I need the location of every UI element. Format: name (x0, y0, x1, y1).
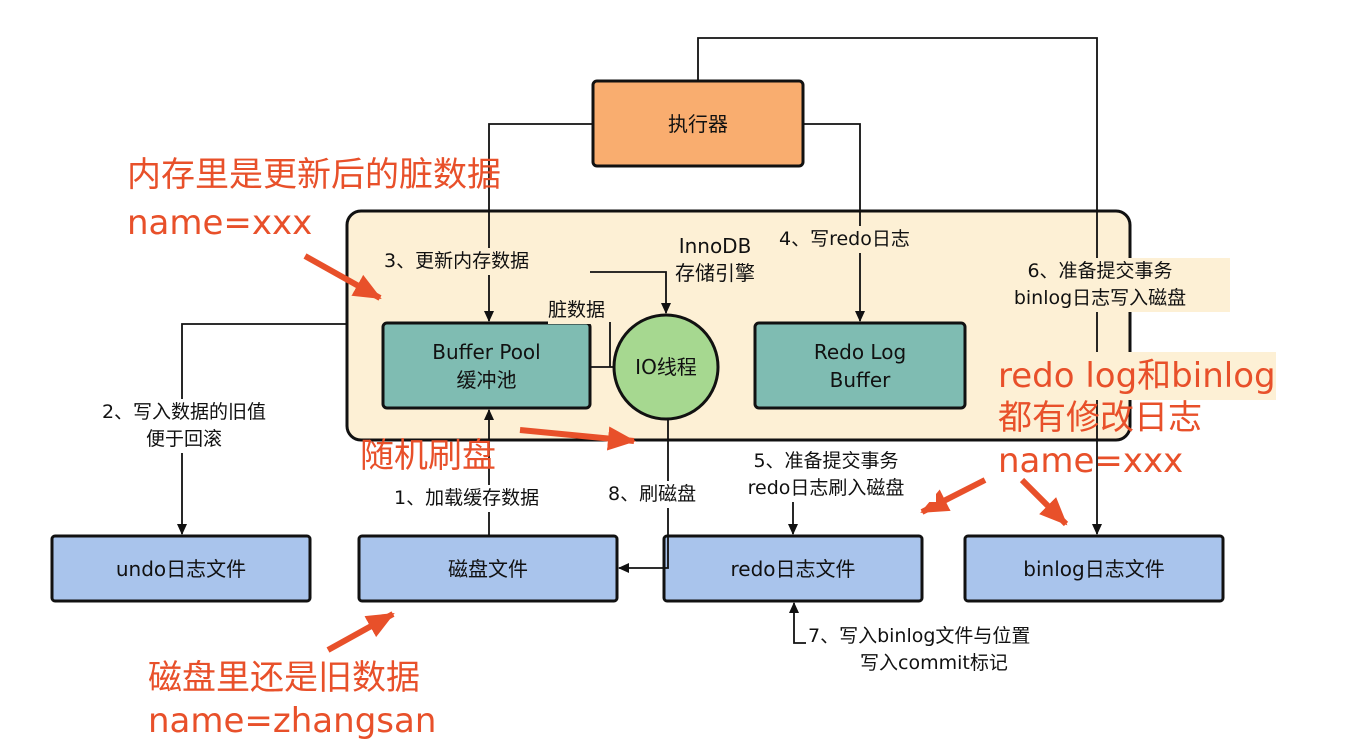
executor-label: 执行器 (668, 111, 728, 136)
buffer-pool-label-line1: Buffer Pool (432, 339, 541, 364)
innodb-label-line2: 存储引擎 (675, 261, 755, 285)
step4-label: 4、写redo日志 (779, 226, 910, 253)
step6-label-line1: 6、准备提交事务 (970, 258, 1230, 285)
buffer-pool-label-line2: 缓冲池 (456, 367, 517, 392)
step5-label-line2: redo日志刷入磁盘 (716, 475, 936, 502)
annotation-random-flush: 随机刷盘 (360, 436, 496, 476)
annotation-disk-line1: 磁盘里还是旧数据 (148, 658, 420, 698)
buffer-pool-label: Buffer Pool 缓冲池 (383, 323, 590, 408)
disk-file-label: 磁盘文件 (448, 556, 528, 581)
connector-executor-to-redo-buffer (803, 123, 865, 322)
step2-label-line1: 2、写入数据的旧值 (60, 399, 308, 426)
disk-file-node (357, 534, 619, 603)
annotation-memory-line2: name=xxx (127, 203, 313, 243)
step6-label-line2: binlog日志写入磁盘 (970, 285, 1230, 312)
step3-label: 3、更新内存数据 (384, 248, 530, 275)
undo-file-node (50, 534, 312, 603)
annotation-arrow-logs-to-binlog (1019, 477, 1069, 527)
dirty-data-label: 脏数据 (548, 297, 606, 324)
redo-log-buffer-node (753, 321, 967, 410)
annotation-memory-line1: 内存里是更新后的脏数据 (127, 155, 501, 195)
redo-log-buffer-label: Redo Log Buffer (755, 323, 965, 408)
redo-log-buffer-label-line2: Buffer (829, 367, 891, 392)
annotation-arrow-disk (326, 611, 395, 653)
step7-label-line1: 7、写入binlog文件与位置 (808, 625, 1031, 647)
annotation-arrow-logs-to-redo (920, 477, 987, 515)
undo-file-label: undo日志文件 (115, 556, 247, 581)
io-thread-label: IO线程 (635, 355, 697, 379)
step5-label-line1: 5、准备提交事务 (716, 448, 936, 475)
annotation-logs-line2: 都有修改日志 (998, 398, 1202, 438)
binlog-file-node (963, 534, 1225, 603)
annotation-arrow-random-flush (519, 426, 636, 451)
connector-step7-to-redo-file (789, 602, 806, 644)
step2-label-line2: 便于回滚 (60, 426, 308, 453)
step1-label: 1、加载缓存数据 (394, 485, 540, 512)
redo-log-buffer-label-line1: Redo Log (813, 339, 907, 364)
connector-engine-to-undo (177, 323, 347, 535)
innodb-label-line1: InnoDB (678, 234, 752, 258)
step8-label: 8、刷磁盘 (608, 481, 697, 508)
connector-to-io-thread (590, 271, 671, 314)
annotation-logs-line3: name=xxx (998, 441, 1184, 481)
annotation-logs-line1: redo log和binlog (998, 352, 1276, 400)
buffer-pool-node (381, 321, 592, 410)
annotation-disk-line2: name=zhangsan (148, 701, 437, 741)
binlog-file-label: binlog日志文件 (1023, 556, 1165, 581)
connector-io-to-disk (618, 419, 669, 573)
annotation-arrow-memory (303, 253, 382, 301)
redo-file-label: redo日志文件 (730, 556, 856, 581)
step7-label-line2: 写入commit标记 (860, 652, 1008, 674)
